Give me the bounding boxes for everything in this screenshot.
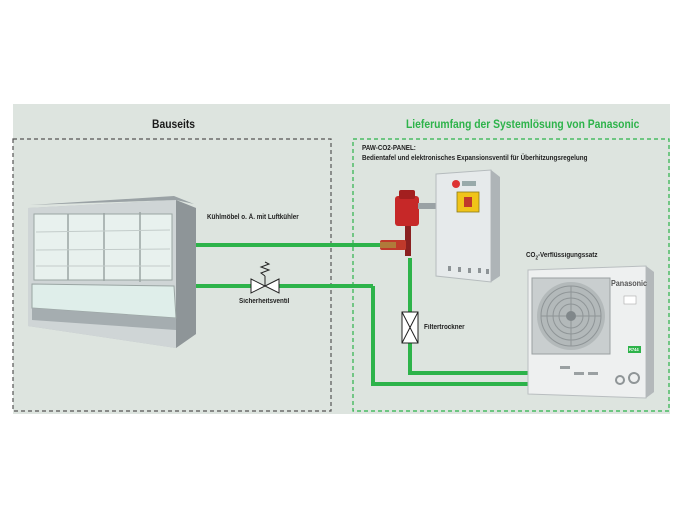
header-lieferumfang: Lieferumfang der Systemlösung von Panaso… (406, 117, 640, 131)
label-refrigerant: R744 (629, 347, 639, 352)
label-co-suffix: -Verflüssigungssatz (537, 252, 598, 259)
filter-dryer-icon (401, 311, 419, 344)
bauseits-box (12, 138, 332, 412)
safety-valve-icon (250, 261, 280, 294)
display-cabinet-icon (28, 196, 196, 348)
label-brand: Panasonic (611, 279, 648, 288)
label-co-prefix: CO (526, 252, 536, 259)
condensing-unit-icon (527, 265, 654, 399)
label-kuehlmoebel: Kühlmöbel o. Ä. mit Luftkühler (207, 214, 299, 221)
lieferumfang-box (352, 138, 670, 412)
header-bauseits: Bauseits (152, 117, 196, 131)
label-panel-title: PAW-CO2-PANEL: (362, 145, 416, 152)
label-filtertrockner: Filtertrockner (424, 324, 465, 331)
control-panel-icon (435, 169, 500, 283)
label-panel-subtitle: Bedientafel und elektronisches Expansion… (362, 155, 588, 162)
pipes (196, 243, 530, 386)
label-sicherheitsventil: Sicherheitsventil (239, 298, 290, 305)
expansion-valve-icon (380, 190, 436, 256)
label-verfluessigungssatz: CO2-Verflüssigungssatz (526, 252, 597, 261)
label-co-subscript: 2 (535, 255, 538, 262)
